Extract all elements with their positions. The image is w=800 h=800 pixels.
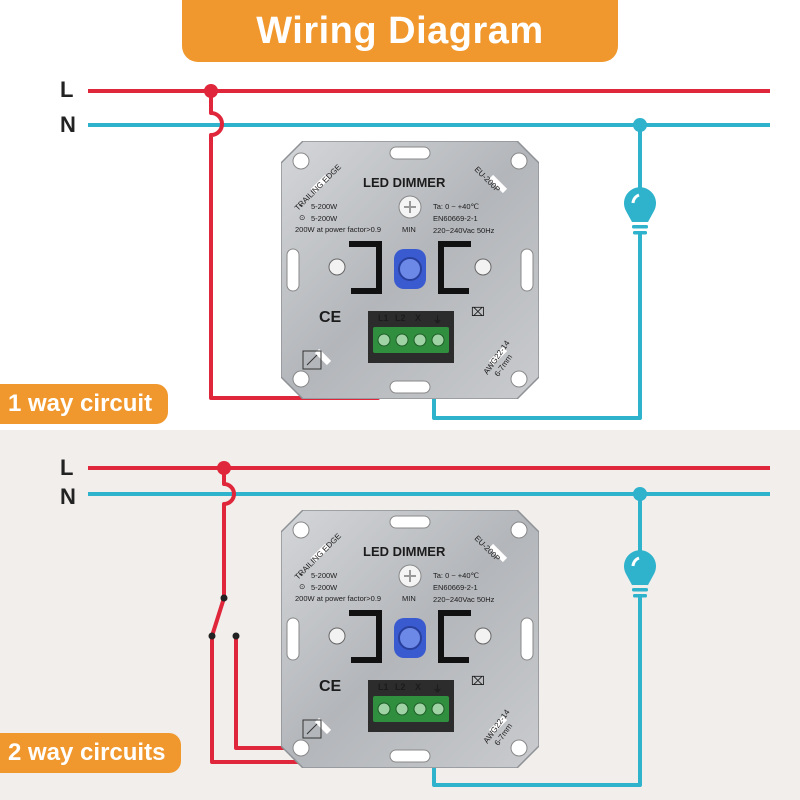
temperature-label: Ta: 0 ~ +40℃ [433, 202, 479, 211]
temperature-label: Ta: 0 ~ +40℃ [433, 571, 479, 580]
spec-led: 5-200W [311, 571, 338, 580]
terminal-x: X [415, 682, 422, 692]
switch-contact-a [208, 632, 216, 640]
terminal-l2: L2 [395, 313, 406, 323]
bulb-icon [624, 187, 656, 235]
live-label-top: L [60, 77, 74, 102]
live-feed-2 [210, 468, 384, 764]
neutral-label-top: N [60, 112, 76, 137]
neutral-label-bottom: N [60, 484, 76, 509]
knob-min-label: MIN [402, 594, 416, 603]
spec-lamp: 5-200W [311, 583, 338, 592]
dimmer-title: LED DIMMER [363, 544, 446, 559]
page-title: Wiring Diagram [256, 9, 544, 52]
dimmer-plate-1: LED DIMMER EU-200P TRAILING EDGE ⌁ 5-200… [281, 141, 539, 399]
circuit-label-one-way: 1 way circuit [0, 384, 169, 424]
power-factor-label: 200W at power factor>0.9 [295, 594, 382, 603]
spec-led: 5-200W [311, 202, 338, 211]
voltage-label: 220~240Vac 50Hz [433, 595, 495, 604]
recycle-bin-icon: ⌧ [471, 305, 485, 319]
power-factor-label: 200W at power factor>0.9 [295, 225, 382, 234]
live-label-bottom: L [60, 455, 74, 480]
voltage-label: 220~240Vac 50Hz [433, 226, 495, 235]
terminal-l1: L1 [378, 682, 389, 692]
standard-label: EN60669-2-1 [433, 214, 478, 223]
live-junction-2 [217, 461, 231, 475]
live-feed-1 [209, 91, 380, 400]
bulb-icon [624, 550, 656, 598]
terminal-l2: L2 [395, 682, 406, 692]
spec-lamp: 5-200W [311, 214, 338, 223]
terminal-x: X [415, 313, 422, 323]
switch-pivot [220, 594, 228, 602]
live-junction-1 [204, 84, 218, 98]
led-icon: ⌁ [299, 201, 304, 210]
circuit-label-two-way: 2 way circuits [0, 733, 182, 773]
switch-contact-b [232, 632, 240, 640]
ce-mark: CE [319, 309, 342, 326]
title-banner: Wiring Diagram [182, 0, 618, 62]
terminal-l1: L1 [378, 313, 389, 323]
knob-min-label: MIN [402, 225, 416, 234]
dimmer-title: LED DIMMER [363, 175, 446, 190]
lamp-icon: ⊙ [299, 213, 306, 222]
led-icon: ⌁ [299, 570, 304, 579]
lamp-icon: ⊙ [299, 582, 306, 591]
neutral-junction-1 [633, 118, 647, 132]
recycle-bin-icon: ⌧ [471, 674, 485, 688]
ground-icon: ⏚ [433, 315, 443, 325]
neutral-junction-2 [633, 487, 647, 501]
dimmer-plate-2: LED DIMMER EU-200P TRAILING EDGE ⌁ 5-200… [281, 510, 539, 768]
ce-mark: CE [319, 678, 342, 695]
ground-icon: ⏚ [433, 684, 443, 694]
standard-label: EN60669-2-1 [433, 583, 478, 592]
